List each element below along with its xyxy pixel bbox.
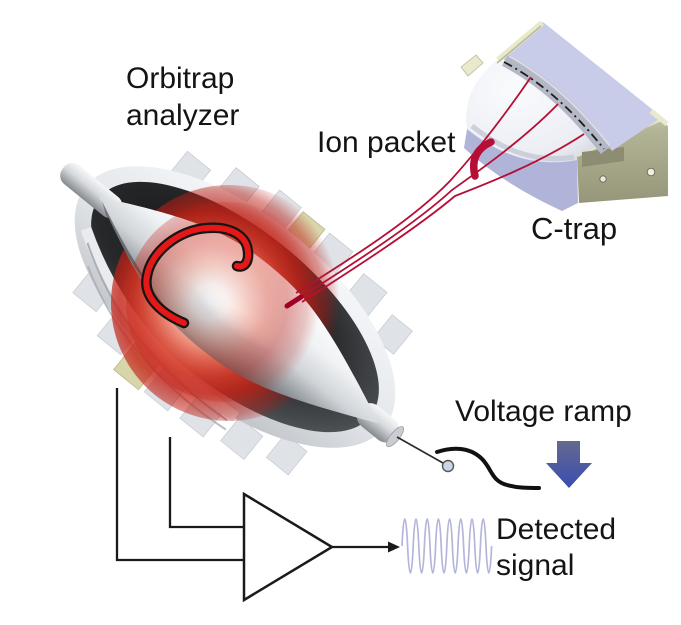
label-voltage-ramp: Voltage ramp xyxy=(455,395,632,428)
ctrap-rim-strips xyxy=(460,20,669,126)
label-detected-line1: Detected xyxy=(496,513,617,546)
ctrap-top-face xyxy=(500,22,662,151)
c-trap-illustration xyxy=(460,20,669,211)
ctrap-khaki-notch xyxy=(582,147,624,167)
ctrap-ridge-strip xyxy=(501,54,612,154)
ctrap-mount-holes xyxy=(599,167,656,183)
detector-terminal-ball xyxy=(441,459,455,473)
label-detected-signal: Detected signal xyxy=(496,512,616,584)
spindle-lead-wire xyxy=(396,436,444,464)
rod-end-face xyxy=(386,426,405,448)
label-orbitrap-analyzer: Orbitrap analyzer xyxy=(126,60,239,134)
label-orbitrap-line2: analyzer xyxy=(126,99,240,132)
down-arrow-icon xyxy=(546,441,592,488)
ctrap-curve-shading xyxy=(470,124,575,162)
detection-circuit xyxy=(115,388,493,603)
ion-cloud-glow-overlay xyxy=(126,202,326,402)
voltage-ramp-curve xyxy=(435,446,541,490)
electrode-wire-outer xyxy=(115,388,244,562)
amplifier-icon xyxy=(242,491,335,603)
electrode-wire-inner xyxy=(168,437,244,529)
label-c-trap: C-trap xyxy=(531,211,618,246)
rotation-arrow-icon xyxy=(141,222,254,329)
ctrap-khaki-face xyxy=(577,120,668,203)
orbitrap-illustration xyxy=(60,150,413,476)
label-orbitrap-line1: Orbitrap xyxy=(126,62,235,95)
ion-trajectory xyxy=(284,76,585,309)
label-detected-line2: signal xyxy=(496,549,575,582)
label-ion-packet: Ion packet xyxy=(317,126,456,159)
voltage-ramp-group xyxy=(396,436,592,490)
ctrap-ridge-highlight xyxy=(508,55,611,147)
ion-packet-marker xyxy=(470,138,495,180)
output-arrowhead xyxy=(388,541,400,553)
ctrap-left-face xyxy=(464,129,578,211)
ctrap-ion-path-dashdot xyxy=(503,61,605,150)
signal-waveform xyxy=(401,518,493,574)
ctrap-inner-curve xyxy=(466,58,604,163)
